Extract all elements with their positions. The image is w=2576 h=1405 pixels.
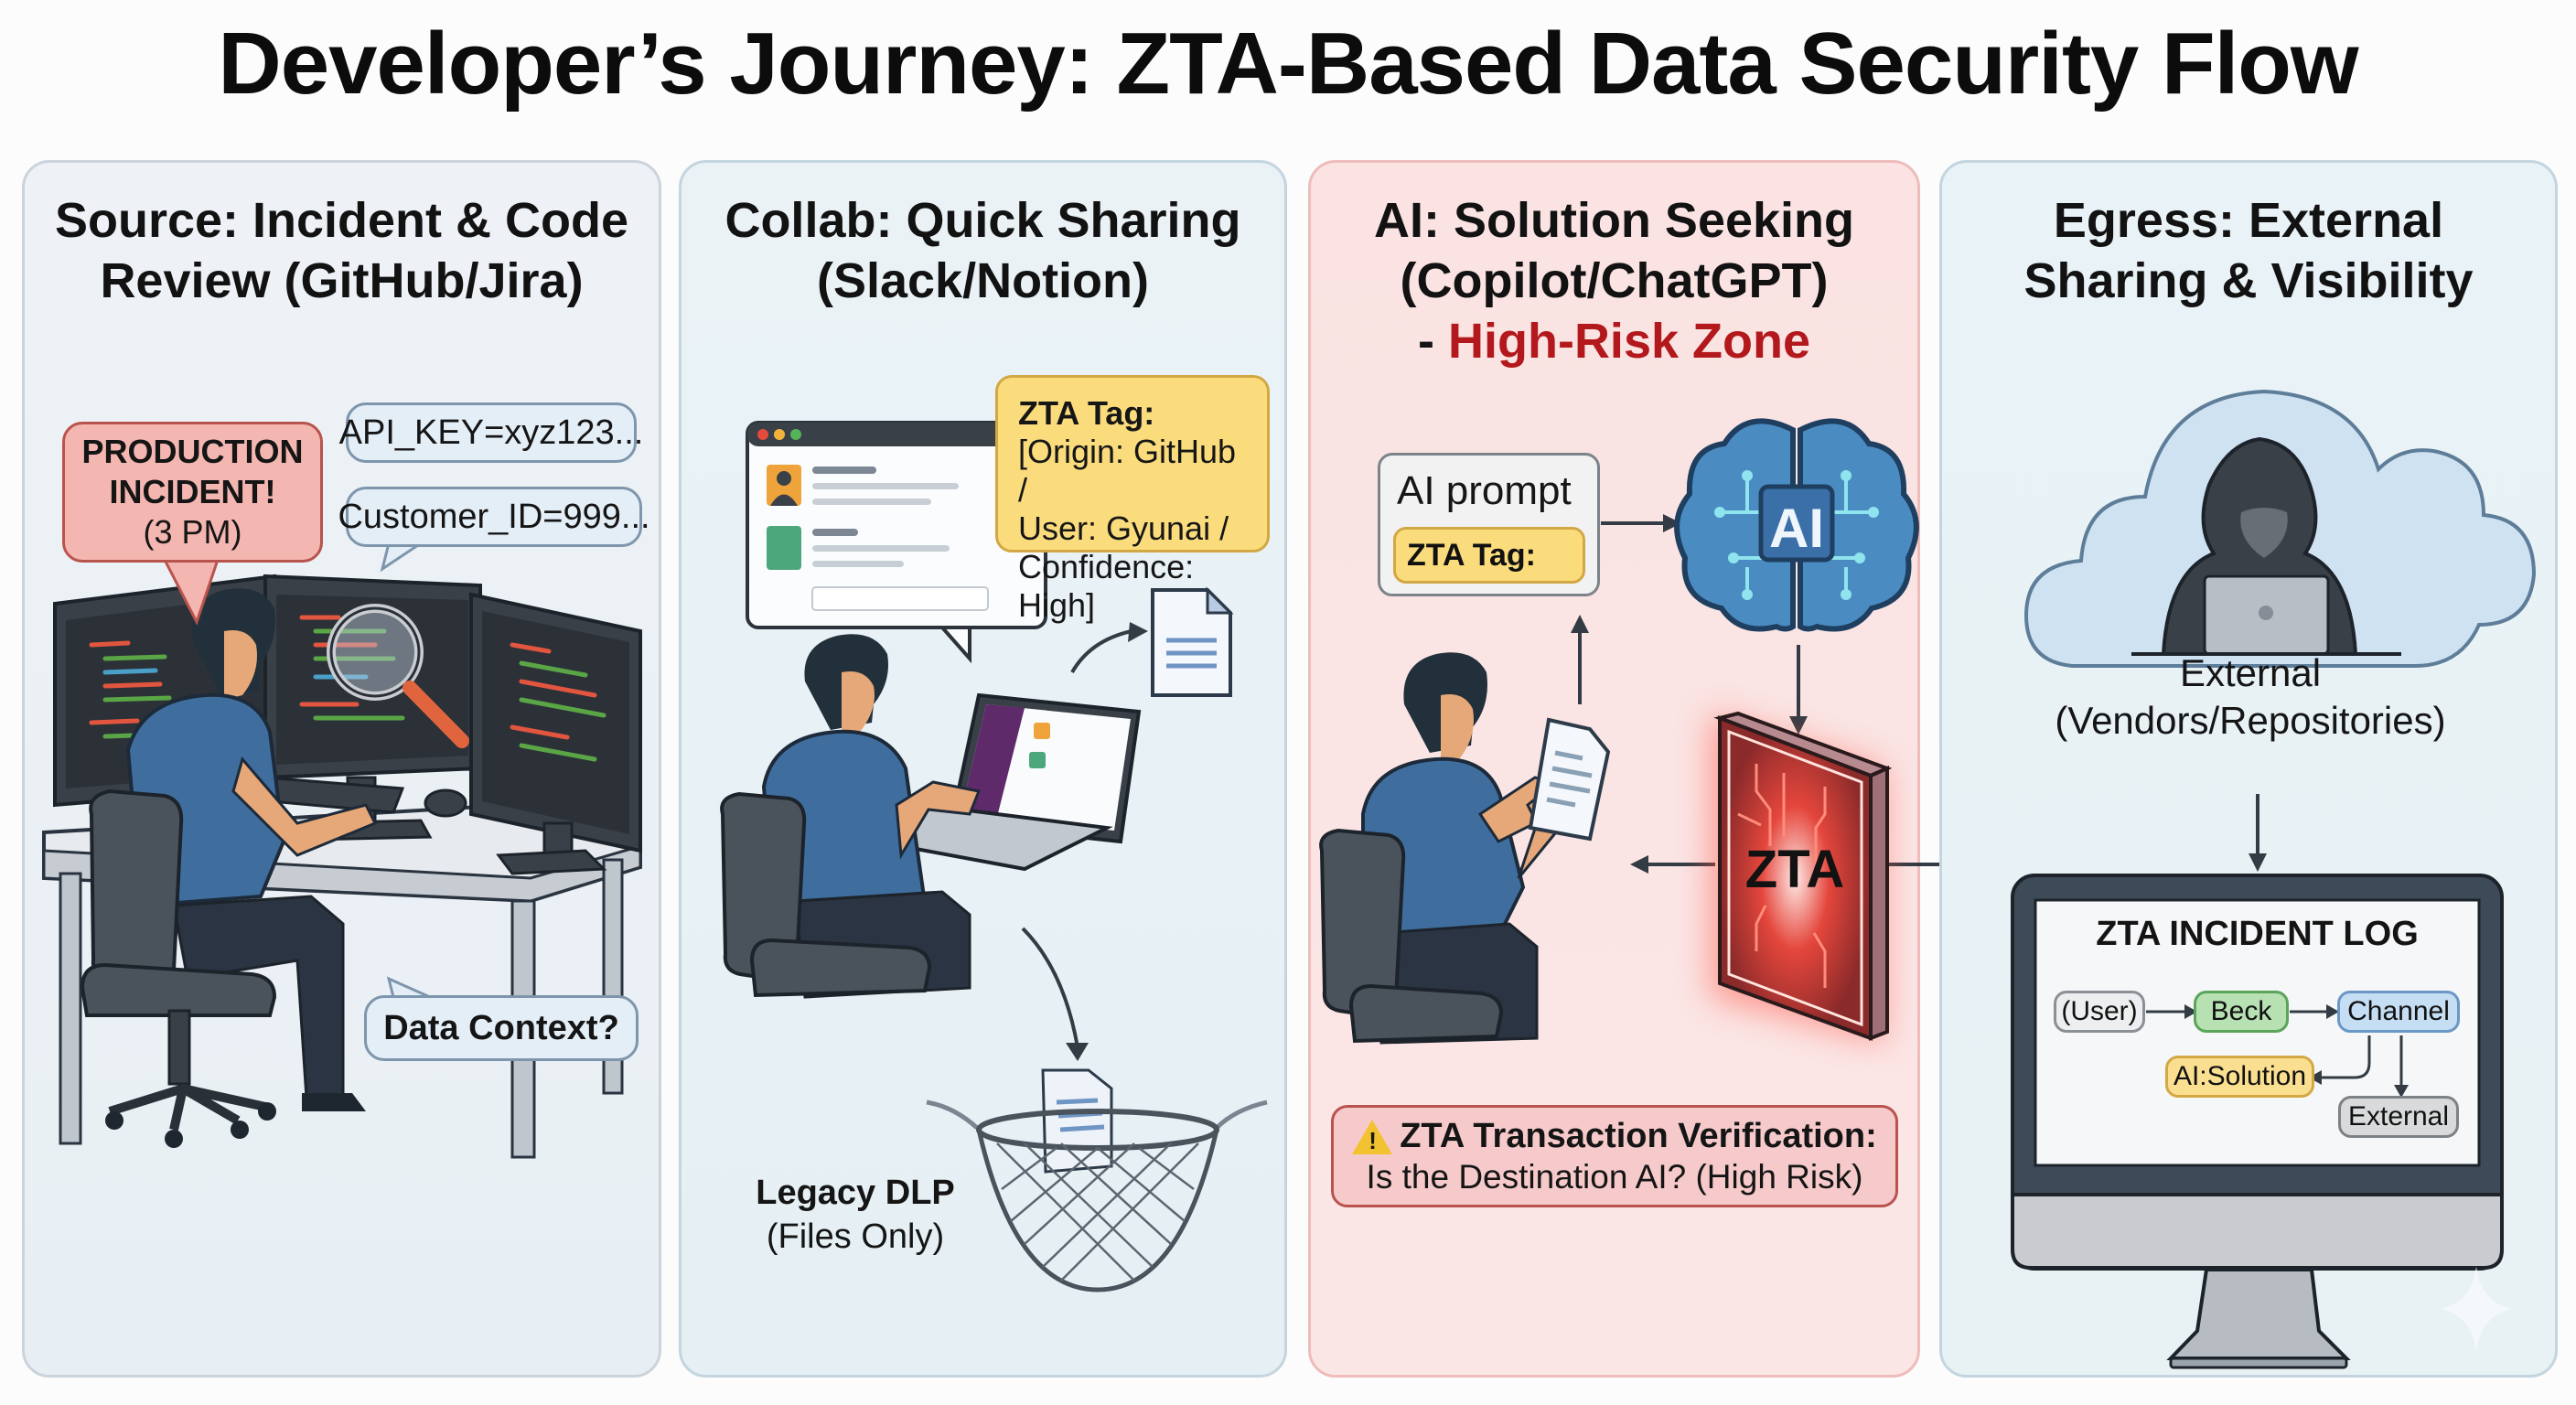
customer-id-bubble: Customer_ID=999... — [338, 487, 650, 547]
production-incident-bubble: PRODUCTION INCIDENT! (3 PM) — [62, 422, 323, 563]
log-node-channel: Channel — [2337, 991, 2460, 1033]
ai-prompt-label: AI prompt — [1397, 468, 1572, 513]
panel-ai-title-line1: AI: Solution Seeking — [1373, 193, 1855, 248]
external-label: External (Vendors/Repositories) — [1967, 649, 2534, 745]
panel-collab-title-line1: Collab: Quick Sharing — [724, 193, 1241, 248]
verification-heading: ZTA Transaction Verification: — [1400, 1117, 1877, 1155]
panel-ai-title-line3: - High-Risk Zone — [1311, 311, 1917, 371]
panel-ai-title-line2: (Copilot/ChatGPT) — [1400, 253, 1829, 308]
api-key-bubble: API_KEY=xyz123... — [339, 402, 643, 463]
zta-tag-note: ZTA Tag: [Origin: GitHub / User: Gyunai … — [995, 375, 1270, 624]
verification-question: Is the Destination AI? (High Risk) — [1366, 1158, 1863, 1196]
ai-prompt-zta-tag: ZTA Tag: — [1393, 527, 1585, 584]
panel-collab-title-line2: (Slack/Notion) — [816, 253, 1150, 308]
external-title: External — [2179, 651, 2322, 694]
log-node-ai-solution: AI:Solution — [2165, 1056, 2314, 1098]
zta-tag-user: User: Gyunai / — [1018, 509, 1229, 547]
log-node-beck: Beck — [2194, 991, 2289, 1033]
high-risk-zone-label: High-Risk Zone — [1447, 314, 1810, 369]
panel-collab-title: Collab: Quick Sharing (Slack/Notion) — [682, 190, 1284, 311]
data-context-bubble: Data Context? — [364, 995, 639, 1061]
incident-log-title: ZTA INCIDENT LOG — [2096, 915, 2419, 953]
zta-verification-box: ! ZTA Transaction Verification: Is the D… — [1331, 1105, 1898, 1207]
legacy-dlp-title: Legacy DLP — [756, 1174, 955, 1212]
zta-tag-confidence: Confidence: High] — [1018, 548, 1195, 624]
verification-heading-row: ! ZTA Transaction Verification: — [1334, 1117, 1895, 1156]
log-node-user: (User) — [2054, 991, 2145, 1033]
incident-line2: INCIDENT! — [109, 473, 276, 510]
panel-source-title-line1: Source: Incident & Code — [54, 193, 629, 248]
ai-prompt-box: AI prompt ZTA Tag: — [1378, 453, 1600, 596]
external-sublabel: (Vendors/Repositories) — [2055, 699, 2446, 742]
zta-tag-heading: ZTA Tag: — [1018, 394, 1155, 432]
panel-source-title-line2: Review (GitHub/Jira) — [100, 253, 584, 308]
panel-egress: Egress: External Sharing & Visibility — [1939, 160, 2558, 1378]
panel-source-title: Source: Incident & Code Review (GitHub/J… — [25, 190, 659, 311]
warning-icon: ! — [1352, 1119, 1393, 1154]
incident-line1: PRODUCTION — [81, 433, 304, 470]
log-node-external: External — [2338, 1096, 2459, 1138]
legacy-dlp-sublabel: (Files Only) — [766, 1217, 945, 1256]
panel-egress-title: Egress: External Sharing & Visibility — [1942, 190, 2555, 311]
panel-source: Source: Incident & Code Review (GitHub/J… — [22, 160, 661, 1378]
incident-time: (3 PM) — [143, 513, 242, 551]
page-title: Developer’s Journey: ZTA-Based Data Secu… — [218, 15, 2358, 113]
zta-tag-origin: [Origin: GitHub / — [1018, 433, 1237, 509]
title-dash: - — [1417, 314, 1448, 369]
panel-ai-title: AI: Solution Seeking (Copilot/ChatGPT) -… — [1311, 190, 1917, 371]
panel-egress-title-line1: Egress: External — [2053, 193, 2444, 248]
legacy-dlp-label: Legacy DLP (Files Only) — [732, 1171, 979, 1259]
panel-egress-title-line2: Sharing & Visibility — [2023, 253, 2474, 308]
